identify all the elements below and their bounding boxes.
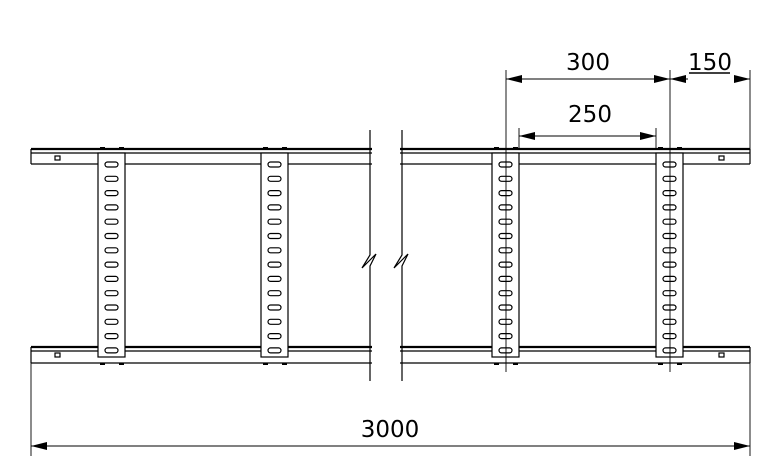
rung-bolt [100,363,105,365]
rung-slot [267,161,282,168]
rung-slot [104,204,119,211]
rung-bolt [513,363,518,365]
dimension-150: 150 [688,50,732,76]
rung-slot [267,232,282,240]
arrowhead [734,75,750,83]
rung-slot [498,347,513,354]
break-line [393,130,409,381]
rung-bolt [282,363,287,365]
arrowhead [506,75,522,83]
rung-slot [104,190,119,197]
rung-slot [104,333,119,340]
rung-slot [104,304,119,311]
rung-slot [104,275,119,282]
rung-slot [662,275,677,282]
arrowhead [31,442,47,450]
rung-slot [498,333,513,340]
rung-bolt [263,147,268,149]
rung-bolt [282,147,287,149]
rung-slot [267,261,282,268]
arrowhead [654,75,670,83]
rung-slot [267,247,282,254]
break-line [361,130,377,381]
rung-slot [104,247,119,254]
rung-slot [104,161,119,168]
rung-slot [267,190,282,197]
fixing-hole [54,155,61,161]
rung-slot [104,290,119,297]
rung-bolt [119,363,124,365]
rung-slot [267,333,282,340]
arrowhead [640,132,656,140]
rung-slot [104,347,119,354]
rung-slot [498,318,513,325]
rung-bolt [677,363,682,365]
rung-slot [662,318,677,325]
rung-slot [498,304,513,311]
dimension-300: 300 [566,50,610,76]
rung-slot [662,261,677,268]
rung-slot [662,218,677,225]
rung-slot [267,290,282,297]
rung-slot [267,318,282,325]
rung-slot [267,347,282,354]
ladder-geometry [30,70,751,456]
rung-slot [662,247,677,254]
rung-slot [662,347,677,354]
rung-slot [662,232,677,240]
rung [491,152,520,358]
rung-slot [662,290,677,297]
rung-slot [662,304,677,311]
rung-slot [267,304,282,311]
rung-slot [662,204,677,211]
dimension-3000: 3000 [361,417,420,443]
rung-slot [267,204,282,211]
rung [97,152,126,358]
rung-slot [662,333,677,340]
arrowhead [519,132,535,140]
rung-bolt [677,147,682,149]
rung-slot [498,175,513,182]
rung-slot [498,275,513,282]
rung-slot [267,175,282,182]
rung-slot [498,290,513,297]
rung-bolt [658,363,663,365]
rung-slot [498,218,513,225]
rung-bolt [119,147,124,149]
fixing-hole [54,352,61,358]
arrowhead [670,75,686,83]
rung-slot [498,232,513,240]
dimension-250: 250 [568,102,612,128]
rung-bolt [513,147,518,149]
rung-bolt [494,363,499,365]
rung-slot [662,161,677,168]
rung-slot [267,275,282,282]
rung-slot [104,218,119,225]
rung-bolt [263,363,268,365]
rung-slot [498,190,513,197]
rung [655,152,684,358]
rung-slot [104,261,119,268]
rung-bolt [658,147,663,149]
rung-slot [498,161,513,168]
rung-slot [498,261,513,268]
rung-slot [267,218,282,225]
rung-slot [498,247,513,254]
fixing-hole [718,155,725,161]
rung [260,152,289,358]
fixing-hole [718,352,725,358]
rung-bolt [494,147,499,149]
rung-slot [662,175,677,182]
rung-bolt [100,147,105,149]
rung-slot [104,175,119,182]
rung-slot [662,190,677,197]
rung-slot [104,232,119,240]
rung-slot [498,204,513,211]
rung-slot [104,318,119,325]
arrowhead [734,442,750,450]
